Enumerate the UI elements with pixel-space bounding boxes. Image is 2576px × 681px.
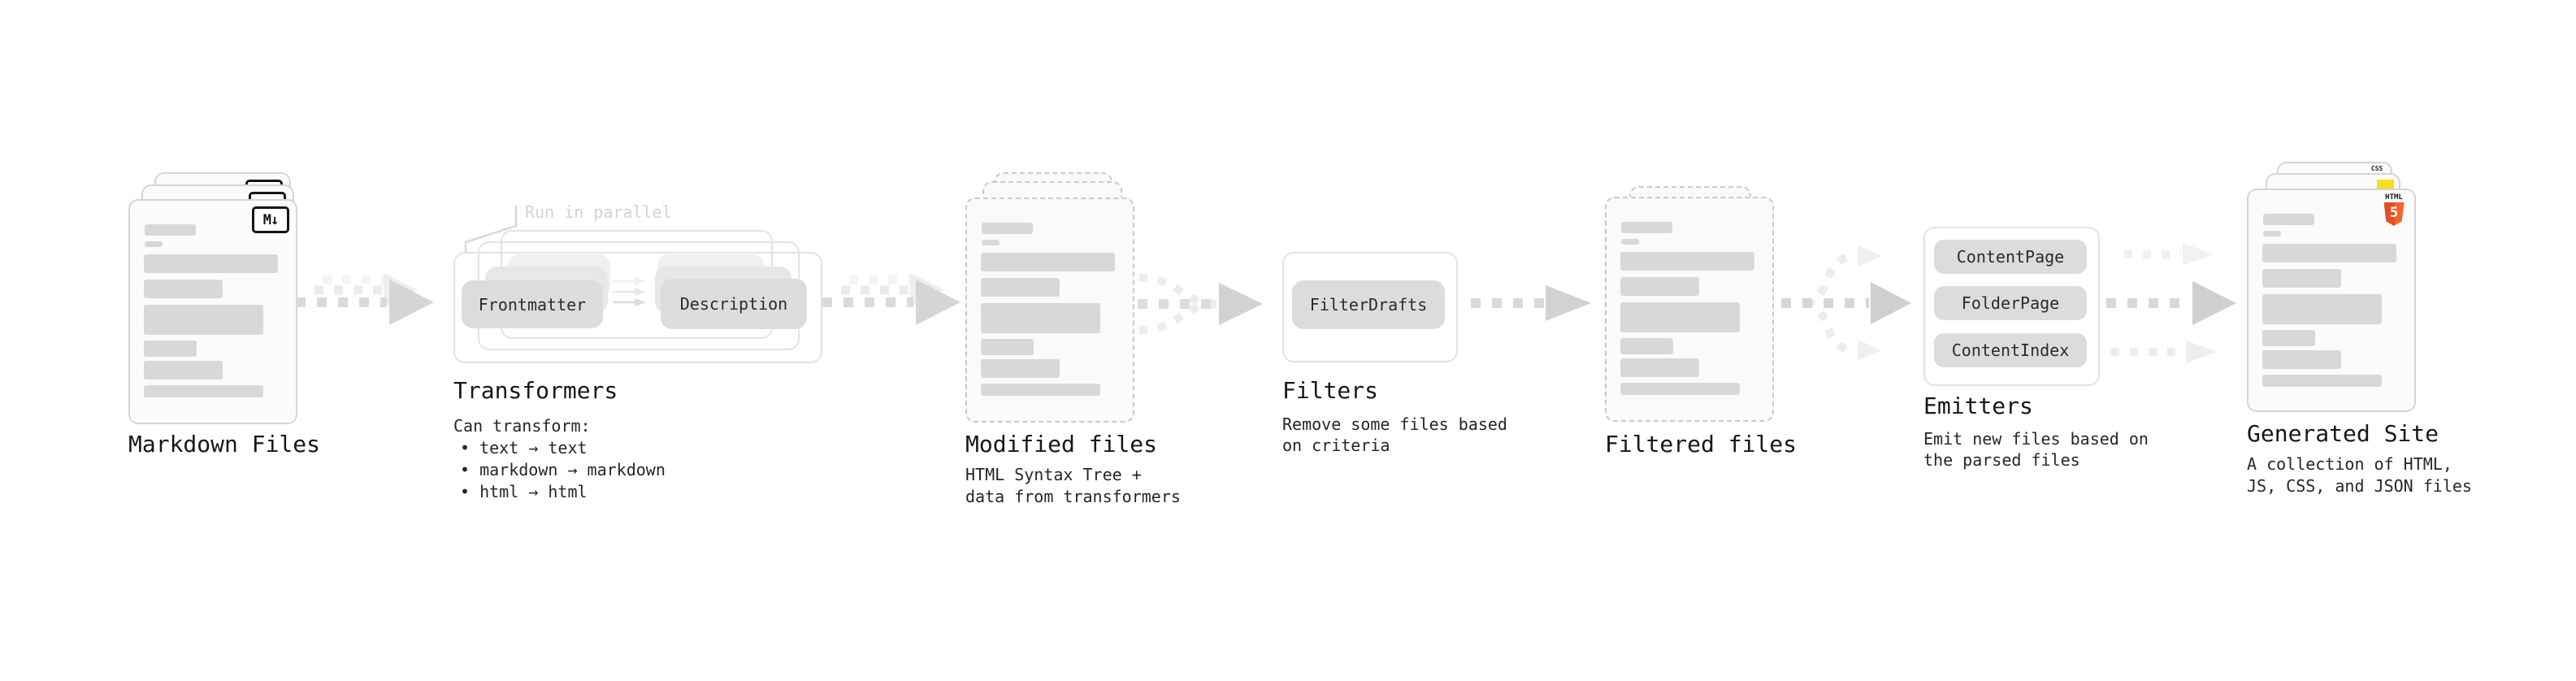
desc-title: Can transform: <box>453 416 591 436</box>
filterdrafts-pill[interactable]: FilterDrafts <box>1292 280 1445 329</box>
stage-title: Emitters <box>1923 393 2033 419</box>
skeleton-line <box>981 359 1060 378</box>
filters-box <box>1282 252 1458 362</box>
stage-subtitle: Remove some files based <box>1282 414 1507 434</box>
filtered-file-card <box>1605 197 1774 422</box>
arrow-transformers-to-modified-icon <box>822 273 961 325</box>
contentpage-pill[interactable]: ContentPage <box>1934 240 2087 274</box>
skeleton-line <box>2263 214 2314 225</box>
skeleton-line <box>145 241 163 247</box>
stage-subtitle: on criteria <box>1282 436 1390 455</box>
description-pill[interactable]: Description <box>661 279 807 329</box>
skeleton-line <box>144 254 278 273</box>
site-file-card: HTML 5 <box>2247 189 2416 412</box>
skeleton-line <box>2262 375 2382 387</box>
parallel-arrows-icon <box>613 277 646 306</box>
skeleton-line <box>1620 338 1673 354</box>
folderpage-pill[interactable]: FolderPage <box>1934 286 2087 320</box>
stage-subtitle: JS, CSS, and JSON files <box>2247 476 2472 496</box>
skeleton-line <box>1620 358 1699 377</box>
contentindex-pill[interactable]: ContentIndex <box>1934 333 2087 367</box>
emitters-box <box>1923 227 2100 386</box>
skeleton-line <box>982 223 1033 234</box>
skeleton-line <box>981 253 1115 271</box>
skeleton-line <box>144 385 263 397</box>
markdown-icon: M↓ <box>252 206 289 233</box>
skeleton-line <box>2262 330 2315 346</box>
skeleton-line <box>2262 350 2341 369</box>
skeleton-line <box>981 384 1100 396</box>
desc-item: • text → text <box>460 438 588 458</box>
stage-title: Transformers <box>453 377 618 404</box>
skeleton-line <box>144 305 263 335</box>
stage-label: Markdown Files <box>128 431 321 458</box>
stage-label: Generated Site <box>2247 420 2439 447</box>
markdown-file-card: M↓ <box>128 199 297 424</box>
desc-item: • markdown → markdown <box>460 460 666 479</box>
skeleton-line <box>145 224 196 236</box>
skeleton-line <box>1620 277 1699 296</box>
skeleton-line <box>2263 231 2281 236</box>
skeleton-line <box>982 240 1000 245</box>
stage-subtitle: A collection of HTML, <box>2247 454 2452 474</box>
skeleton-line <box>144 280 223 298</box>
arrow-markdown-to-transformers-icon <box>296 273 434 325</box>
arrow-filters-to-filtered-icon <box>1471 285 1591 321</box>
skeleton-line <box>1620 252 1754 271</box>
js-icon <box>2377 180 2394 189</box>
skeleton-line <box>2262 294 2382 324</box>
stage-subtitle: the parsed files <box>1923 450 2080 470</box>
skeleton-line <box>981 278 1060 297</box>
stage-title: Filters <box>1282 377 1379 404</box>
skeleton-line <box>981 339 1034 355</box>
skeleton-line <box>1620 302 1740 332</box>
frontmatter-pill[interactable]: Frontmatter <box>462 280 603 328</box>
arrow-emitters-to-site-icon <box>2106 243 2236 363</box>
skeleton-line <box>981 303 1100 333</box>
arrow-filtered-to-emitters-icon <box>1781 245 1911 361</box>
stage-label: Filtered files <box>1605 431 1798 458</box>
skeleton-line <box>1621 222 1672 233</box>
stage-subtitle: Emit new files based on <box>1923 429 2149 449</box>
transformer-box <box>453 252 822 363</box>
stage-subtitle: data from transformers <box>965 487 1181 506</box>
skeleton-line <box>2262 244 2396 262</box>
stage-subtitle: HTML Syntax Tree + <box>965 465 1142 484</box>
skeleton-line <box>1620 383 1740 395</box>
modified-file-card <box>965 197 1134 423</box>
desc-item: • html → html <box>460 482 588 501</box>
run-in-parallel-note: Run in parallel <box>525 202 672 222</box>
skeleton-line <box>1621 239 1639 245</box>
note-leader-line <box>464 206 518 254</box>
skeleton-line <box>144 340 197 357</box>
stage-label: Modified files <box>965 431 1158 458</box>
arrow-modified-to-filters-icon <box>1138 274 1263 334</box>
skeleton-line <box>2262 269 2341 288</box>
html5-icon: HTML 5 <box>2382 193 2406 226</box>
skeleton-line <box>144 361 223 380</box>
